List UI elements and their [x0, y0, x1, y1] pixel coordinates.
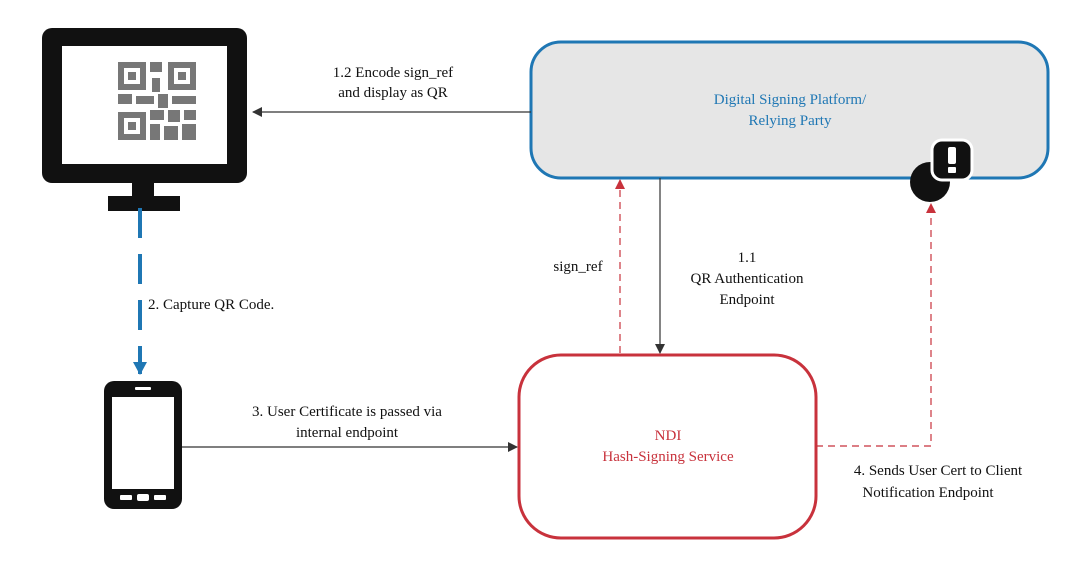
- notification-endpoint-arrow: [816, 203, 936, 447]
- sends-cert-label-line2: Notification Endpoint: [862, 485, 994, 501]
- service-title-line1: NDI: [655, 428, 682, 444]
- qr-code-icon: [118, 62, 196, 140]
- qr-auth-label-line1: 1.1: [738, 250, 757, 266]
- exclamation-badge-icon: [910, 138, 974, 202]
- user-cert-label-line1: 3. User Certificate is passed via: [252, 404, 442, 420]
- qr-auth-label-line3: Endpoint: [720, 292, 776, 308]
- capture-label: 2. Capture QR Code.: [148, 297, 274, 313]
- service-title-line2: Hash-Signing Service: [602, 449, 734, 465]
- digital-signing-platform-node: Digital Signing Platform/ Relying Party: [529, 40, 1050, 180]
- user-cert-label-line2: internal endpoint: [296, 425, 399, 441]
- ndi-hash-signing-service-node: NDI Hash-Signing Service: [517, 353, 818, 540]
- encode-label-line1: 1.2 Encode sign_ref: [333, 65, 453, 81]
- platform-title-line1: Digital Signing Platform/: [714, 92, 867, 108]
- encode-label-line2: and display as QR: [338, 85, 448, 101]
- smartphone-icon: [104, 381, 182, 509]
- qr-auth-label-line2: QR Authentication: [691, 271, 804, 287]
- sign-ref-label: sign_ref: [553, 259, 602, 275]
- sends-cert-label-line1: 4. Sends User Cert to Client: [854, 463, 1023, 479]
- platform-title-line2: Relying Party: [749, 113, 832, 129]
